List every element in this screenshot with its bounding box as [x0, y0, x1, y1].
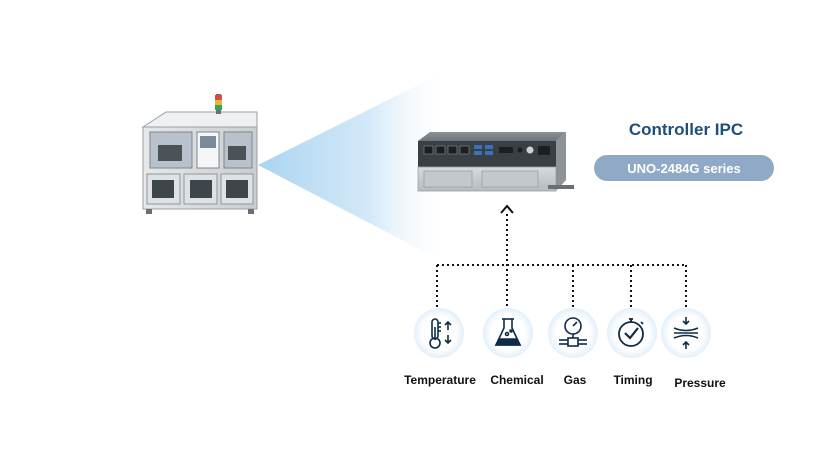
- thermometer-icon: [414, 308, 464, 358]
- gas-gauge-icon: [548, 308, 598, 358]
- sensor-label-gas: Gas: [563, 373, 587, 387]
- series-badge: UNO-2484G series: [594, 155, 774, 181]
- sensor-label-temperature: Temperature: [404, 373, 476, 387]
- flask-icon: [483, 308, 533, 358]
- timer-icon: [607, 308, 657, 358]
- sensor-label-timing: Timing: [613, 373, 653, 387]
- projection-beam: [258, 72, 444, 262]
- controller-ipc-device-icon: [417, 132, 574, 192]
- sensor-label-chemical: Chemical: [490, 373, 544, 387]
- equipment-machine-icon: [141, 94, 258, 214]
- pressure-icon: [661, 308, 711, 358]
- controller-title: Controller IPC: [628, 120, 744, 139]
- sensor-label-pressure: Pressure: [674, 376, 726, 390]
- arrow-up-icon: [500, 204, 514, 214]
- connection-lines: [436, 214, 687, 314]
